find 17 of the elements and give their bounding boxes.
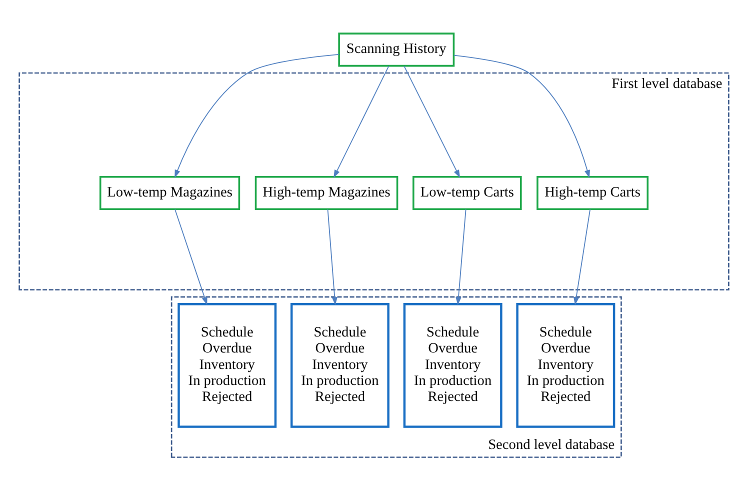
node-box: Schedule Overdue Inventory In production Rejected [178, 302, 277, 428]
node-box: Low-temp Carts [412, 176, 522, 210]
arrow [174, 208, 208, 305]
node-box: High-temp Magazines [254, 176, 398, 210]
arrow [456, 208, 466, 305]
arrow [404, 65, 460, 178]
arrow [327, 208, 338, 305]
arrow [453, 54, 590, 178]
arrow [573, 208, 591, 305]
node-box: Schedule Overdue Inventory In production Rejected [403, 302, 502, 428]
node-box: Schedule Overdue Inventory In production Rejected [516, 302, 616, 428]
arrow [334, 65, 390, 178]
node-box: Schedule Overdue Inventory In production Rejected [290, 302, 390, 428]
node-box: Scanning History [338, 32, 455, 66]
arrow [174, 53, 340, 178]
node-box: Low-temp Magazines [99, 176, 240, 210]
node-box: High-temp Carts [536, 176, 649, 210]
